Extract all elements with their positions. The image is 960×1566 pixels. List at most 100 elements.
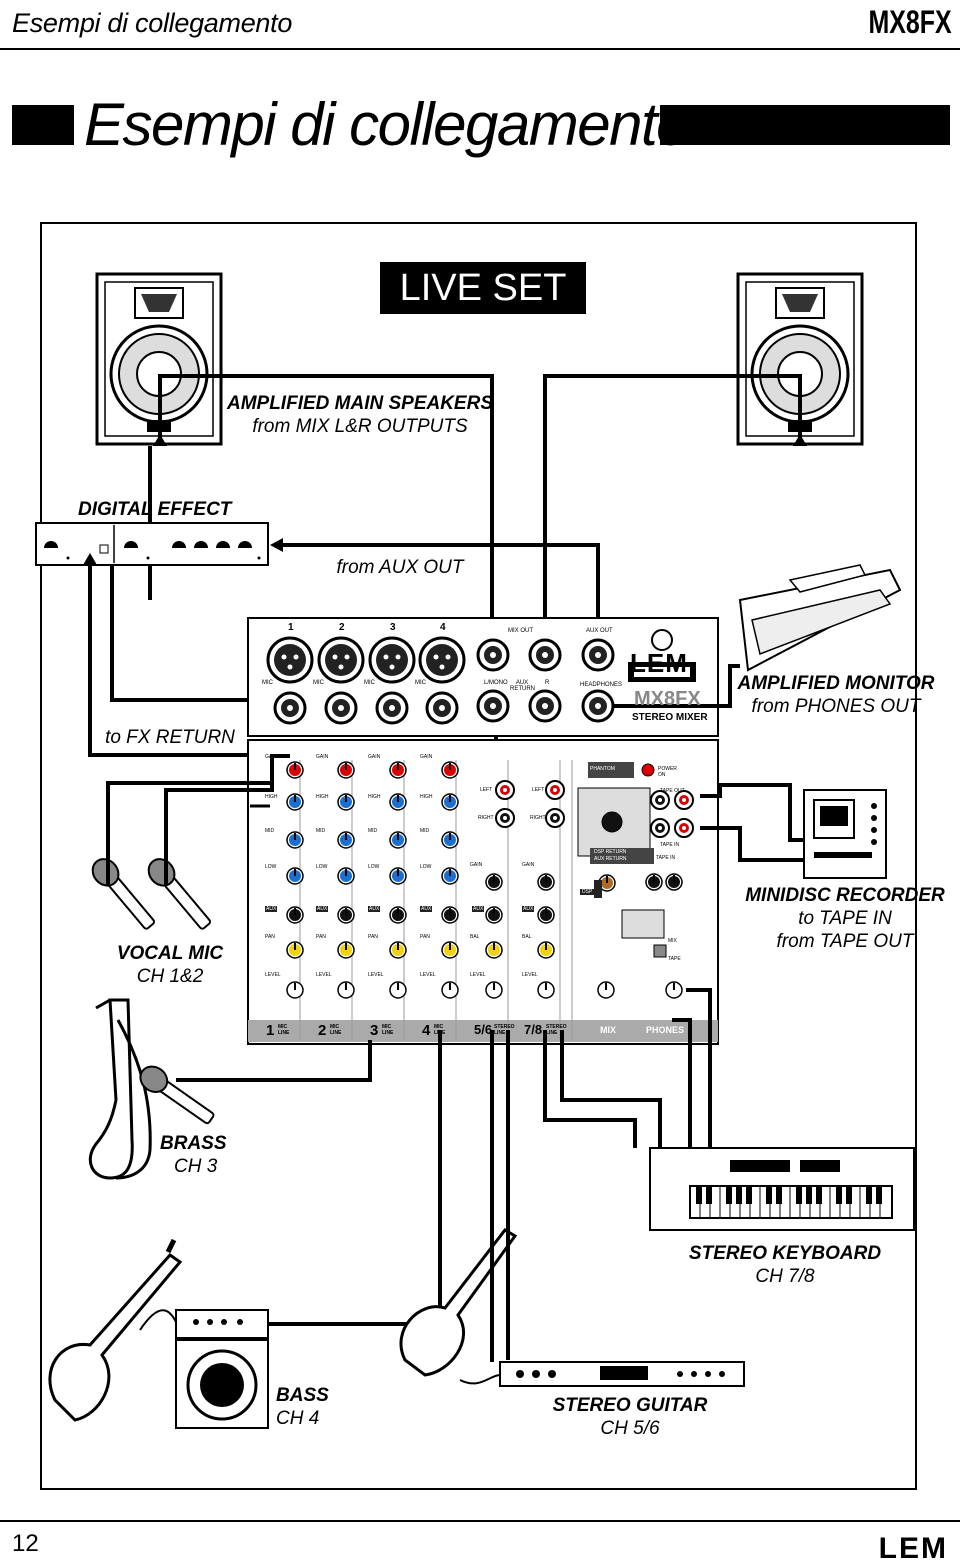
mix-switch-label: MIX	[668, 938, 677, 944]
channel-number: 4	[440, 622, 446, 633]
left-label: LEFT	[480, 787, 493, 793]
aux-label: AUX	[316, 906, 329, 912]
guitar-label-line2: CH 5/6	[600, 1418, 660, 1439]
pan-label: PAN	[368, 934, 378, 940]
monitor-label-line1: AMPLIFIED MONITOR	[737, 673, 935, 694]
brass-label-line1: BRASS	[160, 1133, 227, 1154]
aux-label: AUX	[472, 906, 485, 912]
strip-label: 3	[370, 1022, 379, 1039]
lmono-label: L/MONO	[484, 680, 508, 686]
channel-number: 1	[288, 622, 294, 633]
gain-label: GAIN	[316, 754, 329, 760]
channel-number: 2	[339, 622, 345, 633]
bal-label: BAL	[470, 934, 480, 940]
electric-guitar	[399, 1228, 518, 1377]
guitar-label: STEREO GUITAR CH 5/6	[540, 1394, 720, 1440]
strip-label: 7/8	[524, 1022, 543, 1037]
effect-label: DIGITAL EFFECT	[78, 499, 232, 520]
pan-label: PAN	[316, 934, 326, 940]
aux-out-caption: from AUX OUT	[336, 557, 464, 578]
bass-label-line1: BASS	[276, 1385, 329, 1406]
recorder-label-line1: MINIDISC RECORDER	[745, 885, 945, 906]
channel-number: 3	[390, 622, 396, 633]
footer-logo: LEM	[878, 1532, 948, 1565]
tape-in-label: TAPE IN	[660, 842, 680, 848]
high-label: HIGH	[420, 794, 433, 800]
saxophone	[88, 998, 152, 1180]
pan-label: PAN	[420, 934, 430, 940]
level-label: LEVEL	[368, 972, 384, 978]
aux-return-label: AUX RETURN	[510, 680, 535, 692]
vocal-label-line2: CH 1&2	[136, 966, 204, 987]
mixer-brand: LEM	[630, 648, 688, 678]
title-bar-left	[12, 105, 74, 145]
bass-label-line2: CH 4	[276, 1408, 320, 1429]
guitar-effect	[499, 1361, 745, 1387]
strip-label: 2	[318, 1022, 327, 1039]
vocal-label-line1: VOCAL MIC	[116, 943, 224, 964]
speakers-label-line1: AMPLIFIED MAIN SPEAKERS	[226, 393, 494, 414]
level-label: LEVEL	[265, 972, 281, 978]
strip-sub-label: MIC LINE	[382, 1024, 394, 1036]
strip-label: 1	[266, 1022, 275, 1039]
mic-label: MIC	[313, 680, 324, 686]
aux-label: AUX	[522, 906, 535, 912]
strip-sub-label: MIC LINE	[330, 1024, 342, 1036]
fx-return-caption: to FX RETURN	[105, 727, 235, 748]
strip-sub-label: STEREO LINE	[546, 1024, 567, 1036]
footer-rule	[0, 1520, 960, 1522]
level-label: LEVEL	[316, 972, 332, 978]
gain-label: GAIN	[522, 862, 535, 868]
low-label: LOW	[420, 864, 432, 870]
low-label: LOW	[265, 864, 277, 870]
pan-label: PAN	[265, 934, 275, 940]
aux-label: AUX	[368, 906, 381, 912]
mixer-connector-panel	[247, 617, 719, 737]
page-title: Esempi di collegamento	[84, 91, 690, 158]
live-set-banner: LIVE SET	[380, 262, 586, 314]
dsp-return-label: DSP RETURN	[594, 849, 627, 855]
mixer-model: MX8FX	[634, 688, 701, 710]
right-label: RIGHT	[478, 815, 494, 821]
strip-label: 5/6	[474, 1022, 493, 1037]
strip-label: 4	[422, 1022, 431, 1039]
phones-strip-label: PHONES	[646, 1025, 685, 1035]
level-label: LEVEL	[522, 972, 538, 978]
strip-sub-label: STEREO LINE	[494, 1024, 515, 1036]
brass-label-line2: CH 3	[174, 1156, 218, 1177]
aux-label: AUX	[265, 906, 278, 912]
strip-sub-label: MIC LINE	[278, 1024, 290, 1036]
mix-strip-label: MIX	[600, 1025, 617, 1035]
keyboard-label-line2: CH 7/8	[755, 1266, 815, 1287]
keyboard	[649, 1147, 915, 1231]
aux-out-label: AUX OUT	[586, 628, 613, 634]
right-label: RIGHT	[530, 815, 546, 821]
guitar-label-line1: STEREO GUITAR	[552, 1395, 708, 1416]
monitor-label: AMPLIFIED MONITOR from PHONES OUT	[736, 672, 936, 718]
recorder-label-line2: to TAPE IN	[798, 908, 892, 929]
headphones-label: HEADPHONES	[580, 682, 623, 688]
tape-in-label: TAPE IN	[656, 855, 676, 861]
bal-label: BAL	[522, 934, 532, 940]
mid-label: MID	[265, 828, 275, 834]
power-label: POWER ON	[658, 766, 677, 778]
gain-label: GAIN	[470, 862, 483, 868]
mic-label: MIC	[364, 680, 375, 686]
mid-label: MID	[316, 828, 326, 834]
speakers-label: AMPLIFIED MAIN SPEAKERS from MIX L&R OUT…	[200, 392, 520, 438]
bass-guitar	[48, 1238, 183, 1422]
bass-label: BASS CH 4	[276, 1384, 336, 1430]
header-rule	[0, 48, 960, 50]
gain-label: GAIN	[420, 754, 433, 760]
mixer-subtitle: STEREO MIXER	[632, 712, 708, 723]
left-label: LEFT	[532, 787, 545, 793]
gain-label: GAIN	[368, 754, 381, 760]
high-label: HIGH	[265, 794, 278, 800]
digital-effect-unit	[35, 522, 269, 566]
high-label: HIGH	[368, 794, 381, 800]
mic-label: MIC	[415, 680, 426, 686]
strip-sub-label: MIC LINE	[434, 1024, 446, 1036]
mid-label: MID	[368, 828, 378, 834]
page-number: 12	[12, 1530, 39, 1557]
speakers-label-line2: from MIX L&R OUTPUTS	[252, 416, 468, 437]
